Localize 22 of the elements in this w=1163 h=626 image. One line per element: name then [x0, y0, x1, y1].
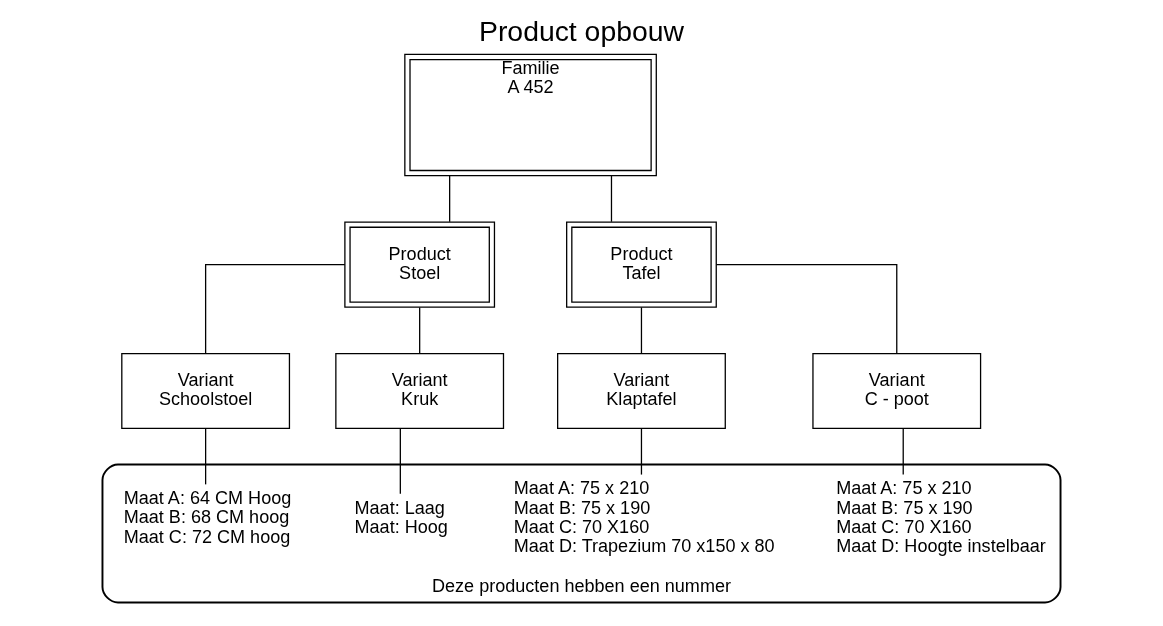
- node-text: Maat: Laag Maat: Hoog: [354, 497, 448, 538]
- node-box: Familie A 452: [404, 53, 657, 177]
- node-box: Product Tafel: [566, 221, 717, 308]
- node-text: Maat A: 75 x 210 Maat B: 75 x 190 Maat C: 70 X160 Maat D: Hoogte instelbaar: [836, 478, 1046, 557]
- diagram-title: Product opbouw: [479, 15, 684, 48]
- connector: [640, 306, 643, 354]
- node-text: Maat A: 64 CM Hoog Maat B: 68 CM hoog Maat C: 72 CM hoog: [123, 488, 292, 547]
- node-box: Variant C - poot: [812, 352, 982, 430]
- connector: [419, 306, 421, 354]
- connector: [902, 427, 904, 476]
- connector: [610, 175, 613, 223]
- node-box: Product Stoel: [344, 221, 496, 308]
- node-box: Variant Schoolstoel: [121, 352, 291, 430]
- connector: [640, 427, 643, 476]
- node-box: Variant Kruk: [335, 352, 505, 430]
- connector: [449, 175, 451, 223]
- connector: [205, 264, 346, 355]
- node-text: Maat A: 75 x 210 Maat B: 75 x 190 Maat C: 70 X160 Maat D: Trapezium 70 x150 x 80: [513, 478, 775, 557]
- node-box: Variant Klaptafel: [557, 352, 726, 430]
- connector: [205, 427, 207, 485]
- connector: [715, 264, 898, 355]
- connector: [399, 427, 401, 495]
